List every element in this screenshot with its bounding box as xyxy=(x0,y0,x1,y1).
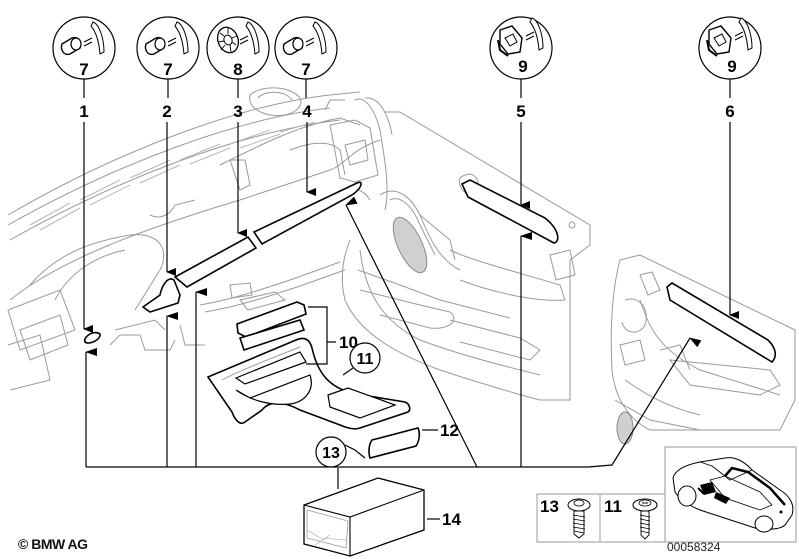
part-6-trim[interactable] xyxy=(666,282,777,364)
clip-number: 9 xyxy=(727,57,736,76)
clip-callout-7-c[interactable]: 7 xyxy=(274,16,338,80)
screw-11-icon xyxy=(632,498,658,540)
clip-callout-9-a[interactable]: 9 xyxy=(489,16,553,80)
rear-door-illustration xyxy=(610,254,796,445)
part-4-trim[interactable] xyxy=(252,181,362,246)
part-12-trim[interactable] xyxy=(368,427,421,459)
car-locator-thumbnail xyxy=(664,446,797,543)
clip-number: 7 xyxy=(79,60,88,79)
part-label-4: 4 xyxy=(302,102,312,121)
pointer-arrows xyxy=(83,122,739,333)
part-10-lower-trim[interactable] xyxy=(238,319,306,352)
part-14-kit-box[interactable] xyxy=(303,468,425,557)
clip-number: 9 xyxy=(518,57,527,76)
dashboard-illustration xyxy=(7,87,393,391)
part-label-10: 10 xyxy=(339,333,358,352)
screw-clip-icon xyxy=(144,21,189,56)
part-label-3: 3 xyxy=(233,102,242,121)
square-nut-clip-icon xyxy=(706,17,753,57)
part-3-trim[interactable] xyxy=(173,235,258,288)
part-label-12: 12 xyxy=(440,421,459,440)
part-label-2: 2 xyxy=(162,102,171,121)
callout-11: 11 xyxy=(342,342,381,376)
clip-callout-7-a[interactable]: 7 xyxy=(52,16,116,80)
screw-clip-icon xyxy=(60,21,105,56)
part-label-1: 1 xyxy=(79,102,88,121)
legend-label-11: 11 xyxy=(604,497,622,516)
clip-callout-7-b[interactable]: 7 xyxy=(136,16,200,80)
copyright-text: © BMW AG xyxy=(18,536,88,552)
square-nut-clip-icon xyxy=(497,17,544,57)
part-10-upper-trim[interactable] xyxy=(236,301,307,338)
part-5-trim[interactable] xyxy=(460,179,559,244)
part-label-11: 11 xyxy=(357,351,374,368)
car-icon xyxy=(672,457,794,533)
part-label-14: 14 xyxy=(442,510,461,529)
part-label-6: 6 xyxy=(725,102,734,121)
clip-number: 7 xyxy=(163,60,172,79)
clip-callout-9-b[interactable]: 9 xyxy=(698,16,762,80)
clip-number: 7 xyxy=(301,60,310,79)
screw-clip-icon xyxy=(282,21,327,56)
part-12-leader-bus xyxy=(85,196,702,468)
part-label-13: 13 xyxy=(322,445,340,462)
clip-callout-8[interactable]: 8 xyxy=(206,16,270,80)
clip-number: 8 xyxy=(233,60,242,79)
callout-13: 13 xyxy=(315,436,366,468)
part-label-5: 5 xyxy=(516,102,525,121)
part-2-trim[interactable] xyxy=(141,278,181,313)
part-1-trim[interactable] xyxy=(83,331,101,344)
document-number: 00058324 xyxy=(667,540,721,554)
part-10-bracket xyxy=(306,306,336,365)
callout-leaders xyxy=(83,79,731,98)
trim-parts xyxy=(83,179,777,459)
screw-legend: 13 11 xyxy=(536,493,666,543)
legend-label-13: 13 xyxy=(540,497,559,516)
round-clip-icon xyxy=(216,21,260,55)
screw-13-icon xyxy=(567,498,591,539)
